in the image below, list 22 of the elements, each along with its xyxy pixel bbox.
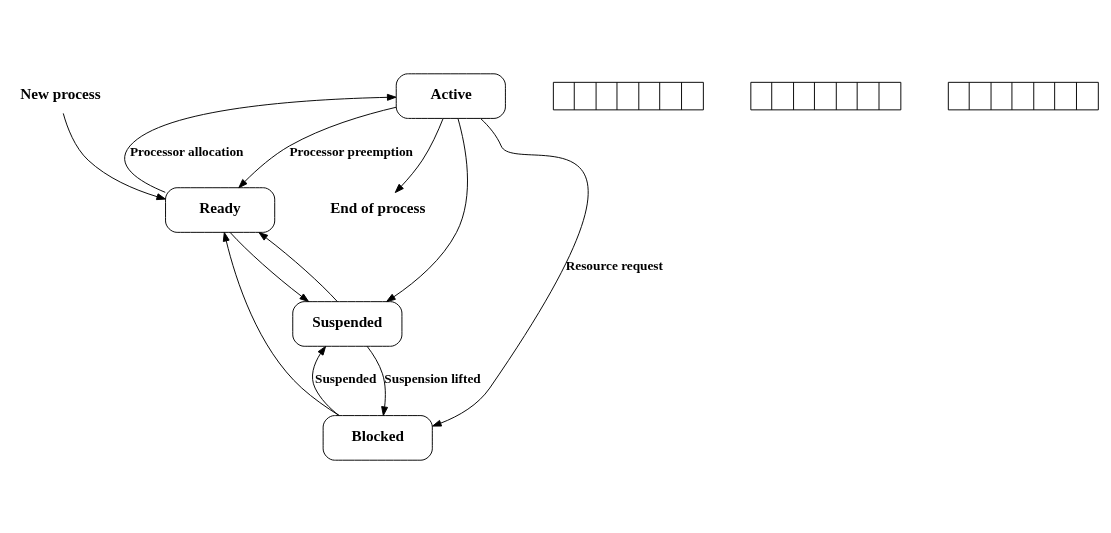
node-box: Blocked — [322, 414, 433, 461]
edge-label: Processor preemption — [289, 143, 414, 159]
arrow — [124, 93, 397, 193]
node-text: New process — [20, 84, 101, 102]
node-box: Ready — [165, 186, 276, 233]
node-box: Suspended — [292, 300, 403, 347]
arrow — [238, 106, 397, 188]
arrow — [258, 231, 338, 302]
arrow — [366, 345, 389, 416]
edge-label: Suspended — [315, 370, 377, 386]
node-box: Active — [395, 72, 506, 119]
edge-label: Suspension lifted — [384, 370, 481, 386]
node-text: End of process — [330, 198, 426, 216]
arrow — [229, 231, 309, 302]
arrow — [62, 112, 166, 200]
arrow — [386, 117, 468, 302]
arrow — [432, 117, 589, 427]
arrow — [312, 345, 340, 416]
edge-label: Resource request — [565, 257, 663, 273]
edge-label: Processor allocation — [129, 143, 244, 159]
arrow — [222, 231, 340, 416]
arrow — [394, 117, 444, 193]
